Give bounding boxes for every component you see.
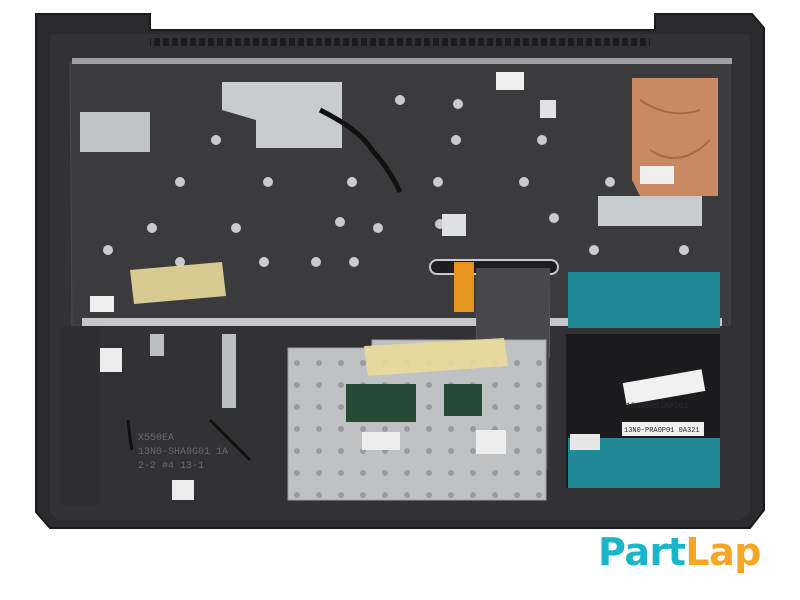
- etched-part-markings: X550EA 13N0-SHA0G01 1A 2-2 #4 13-1: [138, 433, 228, 472]
- sticker-code-1: 13NB04R1AP101: [626, 402, 689, 411]
- watermark-lap-text: Lap: [685, 530, 761, 574]
- sticker-code-2: 13N0-PRA0P01 0A321: [624, 427, 700, 435]
- etched-model: X550EA: [138, 433, 174, 444]
- right-stickers: 13NB04R1AP101 13N0-PRA0P01 0A321: [570, 369, 706, 450]
- vent-grille: [150, 34, 650, 48]
- keyboard-plate: [69, 58, 732, 326]
- watermark-part-text: Part: [598, 530, 686, 574]
- etched-code-line: 2-2 #4 13-1: [138, 461, 204, 472]
- etched-part-line: 13N0-SHA0G01 1A: [138, 447, 228, 458]
